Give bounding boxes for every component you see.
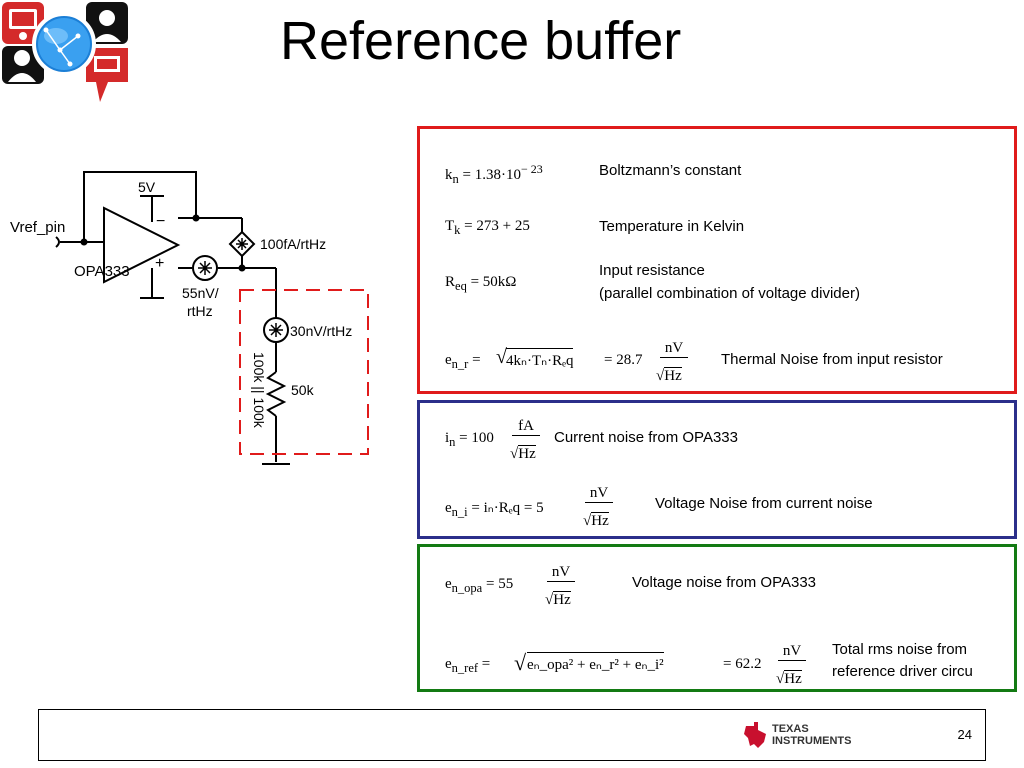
total-noise-box [417,544,1017,692]
resistor-noise-box [417,126,1017,394]
voltage-noise-source-icon [192,255,218,281]
en-ref-result: = 62.2 [723,656,762,672]
tk-description: Temperature in Kelvin [599,218,745,235]
supply-label: 5V [138,179,156,195]
en-r-description: Thermal Noise from input resistor [721,351,943,368]
page-number: 24 [957,727,972,742]
divider-label: 100k || 100k [251,352,267,429]
kn-description: Boltzmann’s constant [599,162,742,179]
en-r-result: = 28.7 [604,352,643,368]
en-opa-unit-den: √Hz [545,591,571,608]
en-i-unit-den: √Hz [583,512,609,529]
ti-logo-line1: Texas [772,723,809,735]
en-ref-unit-den: √Hz [776,670,802,687]
en-r-sqrt-sign: √ [496,346,507,368]
input-pin-label: Vref_pin [10,219,65,236]
req-equation: Req = 50kΩ [445,274,517,293]
en-ref-unit-num: nV [778,643,806,661]
in-equation: in = 100 [445,430,494,449]
current-noise-label: 100fA/rtHz [260,236,326,252]
opamp-plus-sign: + [155,255,164,272]
en-ref-description-line1: Total rms noise from [832,641,968,658]
en-i-unit-num: nV [585,485,613,503]
kn-equation: kn = 1.38·10− 23 [445,162,543,186]
en-ref-description-line2: reference driver circu [832,663,973,680]
tk-equation: Tk = 273 + 25 [445,218,530,237]
current-noise-source-icon [228,230,256,258]
footer-bar [38,709,986,761]
resistor-noise-source-icon [263,317,289,343]
en-r-unit-num: nV [660,340,688,358]
en-r-unit-den: √Hz [656,367,682,384]
en-i-description: Voltage Noise from current noise [655,495,873,512]
network-people-icon [2,2,128,102]
en-ref-equation: en_ref = [445,656,491,675]
en-i-equation: en_i = iₙ·Rₑq = 5 [445,500,544,519]
ti-logo: Texas Instruments [744,720,851,750]
en-ref-sqrt-sign: √ [514,650,527,675]
voltage-noise-label-line1: 55nV/ [182,285,219,301]
en-ref-sqrt: eₙ_opa² + eₙ_r² + eₙ_i² [527,652,664,674]
req-description-line1: Input resistance [599,262,705,279]
en-r-sqrt: 4kₙ·Tₙ·Rₑq [506,348,574,370]
en-opa-unit-num: nV [547,564,575,582]
en-opa-description: Voltage noise from OPA333 [632,574,816,591]
resistor-noise-label: 30nV/rtHz [290,323,352,339]
in-unit-num: fA [512,418,540,436]
texas-state-icon [744,722,766,748]
en-r-equation: en_r = [445,352,481,371]
in-description: Current noise from OPA333 [554,429,738,446]
opamp-label: OPA333 [74,263,130,280]
resistor-value-label: 50k [291,382,315,398]
slide-title: Reference buffer [280,11,682,71]
current-noise-box [417,400,1017,539]
req-description-line2: (parallel combination of voltage divider… [599,285,860,302]
opamp-minus-sign: − [156,213,165,230]
in-unit-den: √Hz [510,445,536,462]
ti-logo-line2: Instruments [772,735,852,747]
reference-buffer-schematic: 5V Vref_pin OPA333 − + 100fA/rtHz 55nV/ … [10,171,369,465]
voltage-noise-label-line2: rtHz [187,303,213,319]
en-opa-equation: en_opa = 55 [445,576,514,595]
